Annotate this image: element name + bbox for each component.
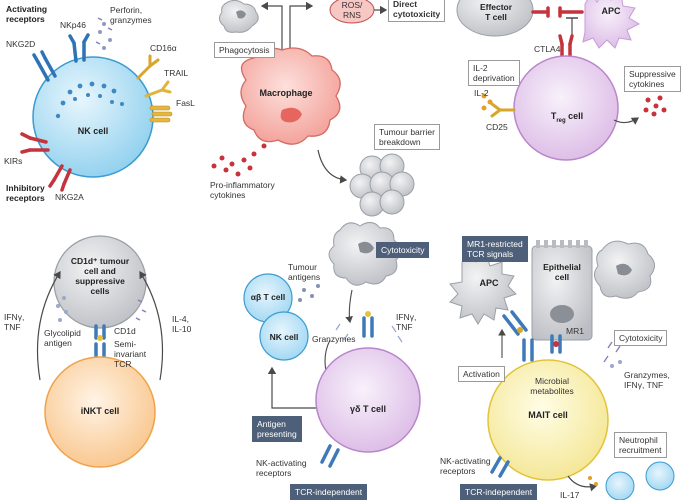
glycolipid-label: Glycolipid antigen [44, 328, 81, 348]
macrophage-panel [211, 0, 415, 217]
nk-cell-label: NK cell [77, 126, 109, 136]
gd-t-cell-label: γδ T cell [350, 404, 386, 414]
ab-t-cell-label: αβ T cell [250, 292, 286, 302]
treg-cell-tail: cell [565, 111, 584, 121]
ros-rns-label: ROS/ RNS [341, 0, 363, 20]
nk-panel [20, 17, 173, 192]
apc-label: APC [601, 6, 621, 16]
mait-tcr-independent-tag: TCR-independent [460, 484, 538, 500]
inkt-cd1d-label: CD1d [114, 326, 136, 336]
fasl-label: FasL [176, 98, 195, 108]
microbial-metabolites-label: Microbial metabolites [530, 376, 574, 396]
gd-cytotoxicity-tag: Cytotoxicity [376, 242, 430, 258]
effector-t-cell-label: Effector T cell [479, 2, 513, 22]
inhibitory-receptors-label: Inhibitory receptors [6, 183, 45, 203]
proinflammatory-label: Pro-inflammatory cytokines [210, 180, 275, 200]
treg-cell-sub: reg [556, 117, 566, 124]
antigen-presenting-tag: Antigen presenting [252, 416, 302, 442]
tumour-antigens-label: Tumour antigens [288, 262, 321, 282]
tumour-barrier-box: Tumour barrier breakdown [374, 124, 440, 150]
treg-panel [456, 0, 667, 161]
il17-label: IL-17 [560, 490, 580, 500]
il2-deprivation-box: IL-2 deprivation [468, 60, 520, 86]
gd-nk-cell-label: NK cell [269, 332, 299, 342]
perforin-label: Perforin, granzymes [110, 5, 152, 25]
mait-panel [449, 240, 675, 500]
treg-cell-label: Treg cell [542, 111, 592, 124]
semi-invariant-tcr-label: Semi- invariant TCR [114, 339, 147, 369]
inkt-ifng-label: IFNγ, TNF [4, 312, 25, 332]
mr1-label: MR1 [566, 326, 584, 336]
mr1-restricted-tag: MR1-restricted TCR signals [462, 236, 528, 262]
inkt-panel [36, 235, 164, 468]
activating-receptors-label: Activating receptors [6, 4, 48, 24]
cd1d-tumour-cell-label: CD1d⁺ tumour cell and suppressive cells [70, 256, 130, 296]
suppressive-cytokines-box: Suppressive cytokines [624, 66, 681, 92]
gd-granzymes-label: Granzymes [312, 334, 356, 344]
inkt-cell-label: iNKT cell [80, 406, 120, 416]
kirs-label: KIRs [4, 156, 23, 166]
neutrophil-recruitment-box: Neutrophil recruitment [614, 432, 667, 458]
activation-box: Activation [458, 366, 505, 382]
gd-ifng-label: IFNγ, TNF [396, 312, 417, 332]
mait-granzymes-label: Granzymes, IFNγ, TNF [624, 370, 670, 390]
mait-nk-activating-label: NK-activating receptors [440, 456, 491, 476]
direct-cytotoxicity-box: Direct cytotoxicity [388, 0, 446, 22]
gamma-delta-panel [243, 222, 421, 468]
cd25-label: CD25 [486, 122, 508, 132]
cd16-label: CD16α [150, 43, 177, 53]
il2-label: IL-2 [474, 88, 489, 98]
trail-label: TRAIL [164, 68, 189, 78]
gd-tcr-independent-tag: TCR-independent [290, 484, 368, 500]
treg-cell-main: T [550, 111, 557, 121]
nkg2d-label: NKG2D [6, 39, 36, 49]
macrophage-label: Macrophage [259, 88, 313, 98]
ctla4-label: CTLA4 [534, 44, 561, 54]
mait-cytotoxicity-box: Cytotoxicity [614, 330, 668, 346]
nkp46-label: NKp46 [60, 20, 86, 30]
gd-nk-activating-label: NK-activating receptors [256, 458, 307, 478]
nkg2a-label: NKG2A [55, 192, 84, 202]
inkt-il4-label: IL-4, IL-10 [172, 314, 192, 334]
phagocytosis-box: Phagocytosis [214, 42, 275, 58]
epithelial-cell-label: Epithelial cell [543, 262, 581, 282]
mait-apc-label: APC [479, 278, 499, 288]
mait-cell-label: MAIT cell [528, 410, 568, 420]
